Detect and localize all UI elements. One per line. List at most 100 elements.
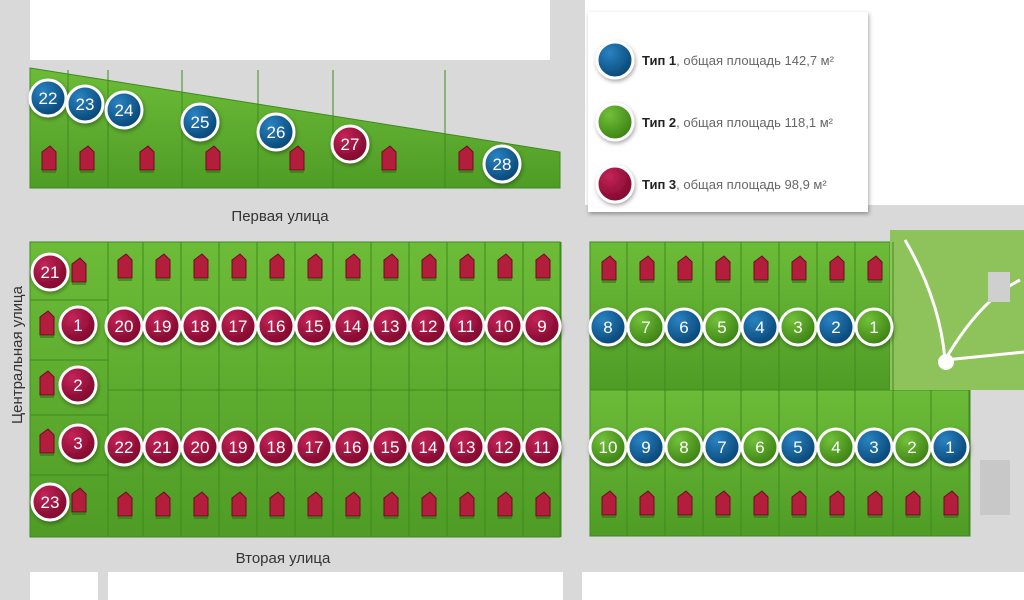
house-icon xyxy=(677,255,693,283)
lot-number: 26 xyxy=(267,123,286,142)
lot-badge-right_lower-2[interactable]: 2 xyxy=(892,427,932,467)
lot-circle xyxy=(408,427,448,467)
lot-badge-middle_upper-13[interactable]: 13 xyxy=(370,306,410,346)
lot-circle xyxy=(446,306,486,346)
lot-badge-middle_lower-13[interactable]: 13 xyxy=(446,427,486,467)
lot-circle xyxy=(664,427,704,467)
house-icon xyxy=(39,310,55,338)
lot-number: 14 xyxy=(343,317,362,336)
lot-badge-right_lower-1[interactable]: 1 xyxy=(930,427,970,467)
lot-badge-right_lower-9[interactable]: 9 xyxy=(626,427,666,467)
lot-badge-middle_upper-10[interactable]: 10 xyxy=(484,306,524,346)
lot-badge-middle_lower-17[interactable]: 17 xyxy=(294,427,334,467)
lot-badge-middle_upper-9[interactable]: 9 xyxy=(522,306,562,346)
lot-badge-middle_upper-16[interactable]: 16 xyxy=(256,306,296,346)
lot-circle xyxy=(30,482,70,522)
house-icon xyxy=(307,491,323,519)
lot-badge-middle_lower-12[interactable]: 12 xyxy=(484,427,524,467)
lot-badge-right_upper-1[interactable]: 1 xyxy=(854,307,894,347)
house-icon xyxy=(41,145,57,173)
lot-badge-right_upper-5[interactable]: 5 xyxy=(702,307,742,347)
lot-circle xyxy=(256,427,296,467)
lot-badge-middle_lower-22[interactable]: 22 xyxy=(104,427,144,467)
lot-number: 27 xyxy=(341,135,360,154)
house-icon xyxy=(155,491,171,519)
lot-circle xyxy=(30,252,70,292)
house-icon xyxy=(943,490,959,518)
lot-badge-middle_upper-14[interactable]: 14 xyxy=(332,306,372,346)
lot-circle xyxy=(702,427,742,467)
lot-badge-middle_lower-19[interactable]: 19 xyxy=(218,427,258,467)
lot-badge-middle_lower-18[interactable]: 18 xyxy=(256,427,296,467)
lot-badge-right_lower-10[interactable]: 10 xyxy=(588,427,628,467)
lot-badge-middle_lower-14[interactable]: 14 xyxy=(408,427,448,467)
lot-badge-middle_upper-17[interactable]: 17 xyxy=(218,306,258,346)
empty-block-bottom-left xyxy=(30,572,98,600)
lot-badge-top-26[interactable]: 26 xyxy=(256,112,296,152)
lot-badge-top-22[interactable]: 22 xyxy=(28,78,68,118)
lot-badge-middle_lower-15[interactable]: 15 xyxy=(370,427,410,467)
house-icon xyxy=(79,145,95,173)
lot-number: 17 xyxy=(229,317,248,336)
lot-circle xyxy=(58,423,98,463)
lot-badge-right_lower-4[interactable]: 4 xyxy=(816,427,856,467)
park-pavilion xyxy=(988,272,1010,302)
lot-badge-right_lower-7[interactable]: 7 xyxy=(702,427,742,467)
lot-badge-right_upper-6[interactable]: 6 xyxy=(664,307,704,347)
lot-badge-left_column-1[interactable]: 1 xyxy=(58,305,98,345)
lot-badge-middle_upper-12[interactable]: 12 xyxy=(408,306,448,346)
lot-number: 11 xyxy=(533,438,551,457)
lot-number: 4 xyxy=(831,438,840,457)
lot-badge-left_column-2[interactable]: 2 xyxy=(58,365,98,405)
lot-circle xyxy=(702,307,742,347)
lot-badge-middle_lower-16[interactable]: 16 xyxy=(332,427,372,467)
legend-label: Тип 2, общая площадь 118,1 м² xyxy=(642,115,834,130)
lot-number: 14 xyxy=(419,438,438,457)
lot-circle xyxy=(180,427,220,467)
lot-circle xyxy=(854,427,894,467)
lot-badge-right_upper-3[interactable]: 3 xyxy=(778,307,818,347)
lot-number: 7 xyxy=(641,318,650,337)
lot-badge-right_lower-3[interactable]: 3 xyxy=(854,427,894,467)
lot-number: 6 xyxy=(755,438,764,457)
lot-badge-right_lower-8[interactable]: 8 xyxy=(664,427,704,467)
lot-badge-right_upper-4[interactable]: 4 xyxy=(740,307,780,347)
lot-badge-top-25[interactable]: 25 xyxy=(180,102,220,142)
house-icon xyxy=(459,491,475,519)
lot-number: 2 xyxy=(831,318,840,337)
lot-badge-middle_upper-18[interactable]: 18 xyxy=(180,306,220,346)
house-icon xyxy=(383,253,399,281)
house-icon xyxy=(269,253,285,281)
lot-badge-middle_lower-11[interactable]: 11 xyxy=(522,427,562,467)
lot-badge-top-23[interactable]: 23 xyxy=(65,84,105,124)
lot-circle xyxy=(482,144,522,184)
lot-badge-right_lower-5[interactable]: 5 xyxy=(778,427,818,467)
park-area xyxy=(890,230,1024,390)
lot-badge-top-24[interactable]: 24 xyxy=(104,90,144,130)
lot-badge-right_lower-6[interactable]: 6 xyxy=(740,427,780,467)
lot-circle xyxy=(930,427,970,467)
lot-badge-left_column-23[interactable]: 23 xyxy=(30,482,70,522)
lot-badge-right_upper-2[interactable]: 2 xyxy=(816,307,856,347)
lot-number: 19 xyxy=(153,317,172,336)
lot-badge-left_column-21[interactable]: 21 xyxy=(30,252,70,292)
lot-circle xyxy=(740,307,780,347)
lot-circle xyxy=(892,427,932,467)
lot-badge-middle_upper-15[interactable]: 15 xyxy=(294,306,334,346)
lot-circle xyxy=(28,78,68,118)
lot-badge-middle_lower-21[interactable]: 21 xyxy=(142,427,182,467)
lot-number: 4 xyxy=(755,318,764,337)
lot-badge-right_upper-8[interactable]: 8 xyxy=(588,307,628,347)
lot-badge-middle_upper-19[interactable]: 19 xyxy=(142,306,182,346)
lot-badge-right_upper-7[interactable]: 7 xyxy=(626,307,666,347)
lot-badge-middle_upper-11[interactable]: 11 xyxy=(446,306,486,346)
lot-badge-middle_upper-20[interactable]: 20 xyxy=(104,306,144,346)
lot-number: 17 xyxy=(305,438,324,457)
house-icon xyxy=(39,370,55,398)
lot-badge-left_column-3[interactable]: 3 xyxy=(58,423,98,463)
lot-circle xyxy=(218,427,258,467)
lot-badge-top-27[interactable]: 27 xyxy=(330,124,370,164)
lot-badge-middle_lower-20[interactable]: 20 xyxy=(180,427,220,467)
lot-circle xyxy=(330,124,370,164)
lot-badge-top-28[interactable]: 28 xyxy=(482,144,522,184)
